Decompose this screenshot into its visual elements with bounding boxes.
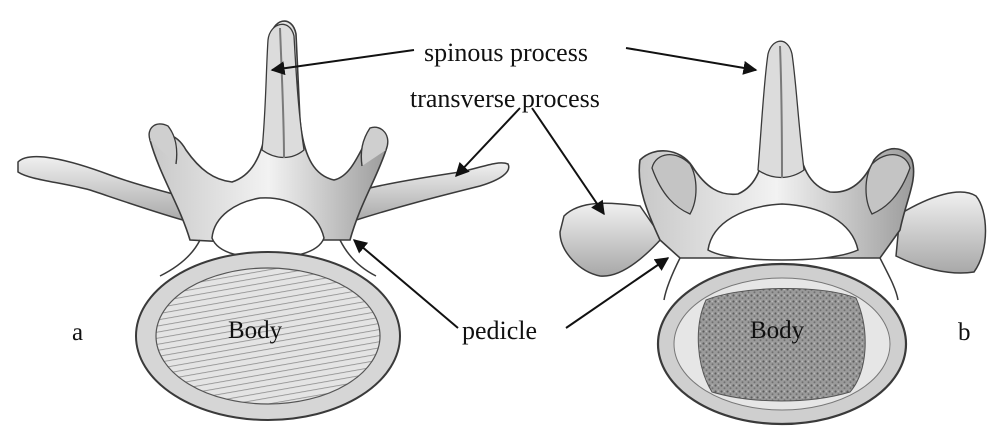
panel-label-a: a — [72, 320, 83, 345]
right-transverse-process-b — [896, 192, 986, 273]
label-transverse-process: transverse process — [410, 86, 600, 112]
body-cancellous-b — [698, 288, 865, 401]
label-pedicle: pedicle — [462, 318, 537, 344]
arrow-spinous-b — [626, 48, 756, 70]
vertebra-a — [18, 21, 509, 420]
vertebra-b — [560, 41, 986, 424]
label-body-a: Body — [228, 318, 282, 343]
label-body-b: Body — [750, 318, 804, 343]
left-transverse-process-b — [560, 203, 662, 276]
panel-label-b: b — [958, 320, 971, 345]
arrow-transverse-b — [532, 108, 604, 214]
label-spinous-process: spinous process — [424, 40, 588, 66]
